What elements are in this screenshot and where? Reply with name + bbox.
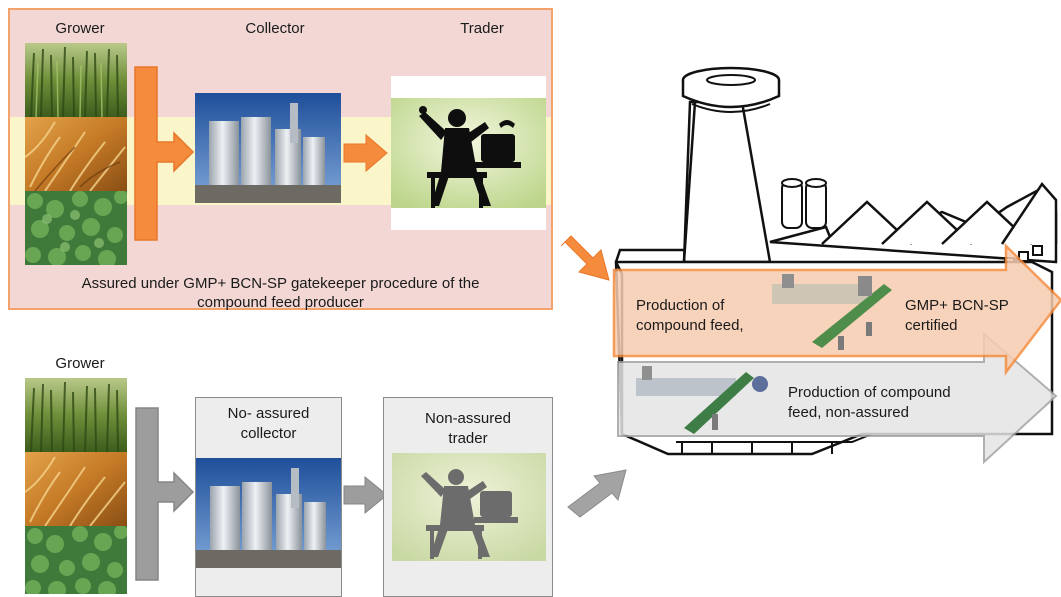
grain-silo-image [195,93,341,203]
trader-image [391,76,546,230]
trader-label: Trader [460,20,504,37]
wheat-field-image-2 [25,452,127,526]
nonassured-production-line2: feed, non-assured [788,404,909,421]
assured-caption-line1: Assured under GMP+ BCN-SP gatekeeper pro… [81,275,480,292]
nonassured-merge-arrow [135,407,195,581]
corn-field-image [25,43,127,117]
certified-scheme-line2: certified [905,317,958,334]
grain-silo-image-2 [196,458,341,568]
nonassured-collector-to-trader-arrow [343,475,388,515]
assured-merge-arrow [134,66,195,241]
collector-label: Collector [245,20,305,37]
nonassured-collector-label-line2: collector [240,425,297,442]
corn-field-image-2 [25,378,127,452]
nonassured-production-line1: Production of compound [788,384,951,401]
certified-production-label: Production of compound feed, [636,296,744,336]
grower-label: Grower [55,20,105,37]
soy-field-image [25,191,127,265]
certified-scheme-label: GMP+ BCN-SP certified [905,296,1009,336]
factory-illustration [612,66,1061,465]
certified-production-line2: compound feed, [636,317,744,334]
nonassured-grower-label: Grower [55,355,105,372]
nonassured-collector-label-line1: No- assured [227,405,310,422]
assured-to-factory-arrow [560,235,610,281]
nonassured-to-factory-arrow [567,469,627,518]
nonassured-trader-label-line1: Non-assured [425,410,511,427]
nonassured-trader-label-line2: trader [448,430,488,447]
soy-field-image-2 [25,526,127,594]
collector-to-trader-arrow [343,133,388,173]
wheat-field-image [25,117,127,191]
assured-caption-line2: compound feed producer [197,294,364,311]
certified-production-line1: Production of [636,297,725,314]
nonassured-trader-image [392,453,546,561]
certified-scheme-line1: GMP+ BCN-SP [905,297,1009,314]
nonassured-production-label: Production of compound feed, non-assured [788,383,951,423]
